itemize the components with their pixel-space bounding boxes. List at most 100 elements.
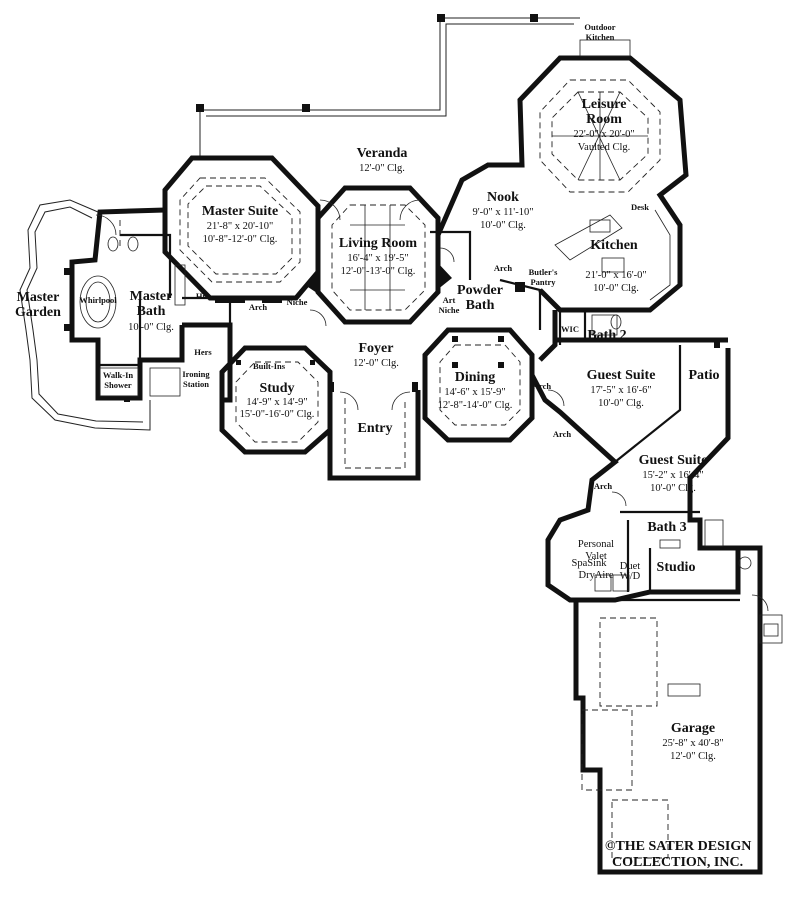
study-clg: 15'-0"-16'-0" Clg.	[240, 409, 315, 420]
kitchen-size: 21'-0" x 16'-0"	[585, 270, 646, 281]
veranda-name: Veranda	[357, 146, 408, 161]
master-bath-clg: 10'-0" Clg.	[128, 322, 174, 333]
duet-label: Duet W/D	[620, 561, 641, 582]
living-room-label: Living Room 16'-4" x 19'-5" 12'-0"-13'-0…	[339, 236, 418, 277]
walkin-shower-line1: Walk-In	[103, 370, 134, 380]
powder-bath-line1: Powder	[457, 283, 503, 298]
walkin-shower-label: Walk-In Shower	[103, 370, 134, 390]
leisure-size: 22'-0" x 20'-0"	[573, 129, 634, 140]
guest-suite-2-name: Guest Suite	[639, 453, 708, 468]
copyright-line2: COLLECTION, INC.	[612, 855, 743, 870]
wic-label: WIC	[561, 324, 579, 334]
master-suite-name: Master Suite	[202, 204, 278, 219]
master-suite-label: Master Suite 21'-8" x 20'-10" 10'-8"-12'…	[202, 204, 278, 245]
foyer-clg: 12'-0" Clg.	[353, 358, 399, 369]
copyright-notice: ©THE SATER DESIGN COLLECTION, INC.	[605, 839, 751, 870]
veranda-label: Veranda 12'-0" Clg.	[357, 146, 408, 174]
study-label: Study 14'-9" x 14'-9" 15'-0"-16'-0" Clg.	[240, 381, 315, 420]
study-name: Study	[259, 381, 294, 396]
nook-label: Nook 9'-0" x 11'-10" 10'-0" Clg.	[473, 190, 534, 231]
nook-clg: 10'-0" Clg.	[480, 220, 526, 231]
butlers-pantry-label: Butler's Pantry	[529, 267, 558, 287]
spasink-line1: SpaSink	[571, 558, 607, 569]
leisure-room-label: Leisure Room 22'-0" x 20'-0" Vaulted Clg…	[573, 97, 634, 153]
leisure-name-line1: Leisure	[582, 97, 627, 112]
nook-name: Nook	[487, 190, 519, 205]
built-ins-label: Built-Ins	[253, 361, 286, 371]
leisure-name-line2: Room	[586, 112, 622, 127]
door-swings	[95, 199, 769, 612]
master-garden-label: Master Garden	[15, 290, 61, 320]
master-bath-line1: Master	[130, 289, 173, 304]
outdoor-kitchen-line2: Kitchen	[586, 32, 615, 42]
copyright-line1: ©THE SATER DESIGN	[605, 839, 751, 854]
master-garden-line1: Master	[17, 290, 60, 305]
fixtures	[79, 39, 783, 859]
living-room-size: 16'-4" x 19'-5"	[347, 253, 408, 264]
arch-label-guest: Arch	[594, 481, 613, 491]
studio-label: Studio	[657, 560, 696, 575]
kitchen-clg: 10'-0" Clg.	[593, 283, 639, 294]
whirlpool-label: Whirlpool	[79, 295, 117, 305]
personal-valet-label: Personal Valet	[578, 539, 614, 562]
duet-line1: Duet	[620, 561, 640, 572]
patio-label: Patio	[688, 368, 719, 383]
living-room-clg: 12'-0"-13'-0" Clg.	[341, 266, 416, 277]
nook-size: 9'-0" x 11'-10"	[473, 207, 534, 218]
master-garden-wall	[19, 199, 151, 431]
powder-bath-line2: Bath	[466, 298, 495, 313]
arch-label-powder: Arch	[494, 263, 513, 273]
guest-suite-2-label: Guest Suite 15'-2" x 16'-4" 10'-0" Clg.	[639, 453, 708, 494]
guest-suite-2-size: 15'-2" x 16'-4"	[642, 470, 703, 481]
guest-suite-1-size: 17'-5" x 16'-6"	[590, 385, 651, 396]
master-suite-clg: 10'-8"-12'-0" Clg.	[203, 234, 278, 245]
guest-suite-1-clg: 10'-0" Clg.	[598, 398, 644, 409]
kitchen-name: Kitchen	[590, 238, 638, 253]
art-niche-label: Art Niche	[439, 295, 460, 315]
study-size: 14'-9" x 14'-9"	[246, 397, 307, 408]
dining-size: 14'-6" x 15'-9"	[444, 387, 505, 398]
butlers-pantry-line2: Pantry	[530, 277, 556, 287]
desk-label: Desk	[631, 202, 649, 212]
garage-label: Garage 25'-8" x 40'-8" 12'-0" Clg.	[662, 721, 723, 762]
garage-size: 25'-8" x 40'-8"	[662, 738, 723, 749]
guest-suite-2-clg: 10'-0" Clg.	[650, 483, 696, 494]
dining-label: Dining 14'-6" x 15'-9" 12'-8"-14'-0" Clg…	[438, 370, 513, 411]
duet-line2: W/D	[620, 571, 641, 582]
ironing-line2: Station	[183, 379, 209, 389]
foyer-name: Foyer	[359, 341, 394, 356]
master-bath-line2: Bath	[137, 304, 166, 319]
art-niche-line1: Art	[443, 295, 456, 305]
leisure-clg: Vaulted Clg.	[578, 142, 631, 153]
bath2-label: Bath 2	[587, 328, 626, 343]
dining-clg: 12'-8"-14'-0" Clg.	[438, 400, 513, 411]
spasink-label: SpaSink DryAire	[571, 558, 613, 581]
walkin-shower-line2: Shower	[104, 380, 132, 390]
guest-suite-1-name: Guest Suite	[587, 368, 656, 383]
living-room-name: Living Room	[339, 236, 418, 251]
outdoor-kitchen-label: Outdoor Kitchen	[584, 22, 615, 42]
butlers-pantry-line1: Butler's	[529, 267, 558, 277]
kitchen-label: Kitchen 21'-0" x 16'-0" 10'-0" Clg.	[585, 238, 646, 294]
niche-label: Niche	[287, 297, 308, 307]
master-garden-line2: Garden	[15, 305, 61, 320]
arch-label-dining: Arch	[533, 381, 552, 391]
outdoor-kitchen-line1: Outdoor	[584, 22, 615, 32]
ceiling-outlines	[119, 79, 661, 469]
entry-label: Entry	[358, 421, 393, 436]
powder-bath-label: Powder Bath	[457, 283, 503, 313]
veranda-area	[196, 14, 580, 158]
spasink-line2: DryAire	[579, 570, 614, 581]
art-niche-line2: Niche	[439, 305, 460, 315]
ironing-line1: Ironing	[182, 369, 210, 379]
personal-valet-line2: Valet	[585, 551, 607, 562]
hers-label: Hers	[194, 347, 212, 357]
arch-label-hall: Arch	[553, 429, 572, 439]
garage-clg: 12'-0" Clg.	[670, 751, 716, 762]
ironing-station-label: Ironing Station	[182, 369, 210, 389]
his-label: His	[196, 291, 209, 301]
guest-suite-1-label: Guest Suite 17'-5" x 16'-6" 10'-0" Clg.	[587, 368, 656, 409]
dining-name: Dining	[455, 370, 495, 385]
bath3-label: Bath 3	[647, 520, 686, 535]
master-suite-size: 21'-8" x 20'-10"	[207, 221, 274, 232]
